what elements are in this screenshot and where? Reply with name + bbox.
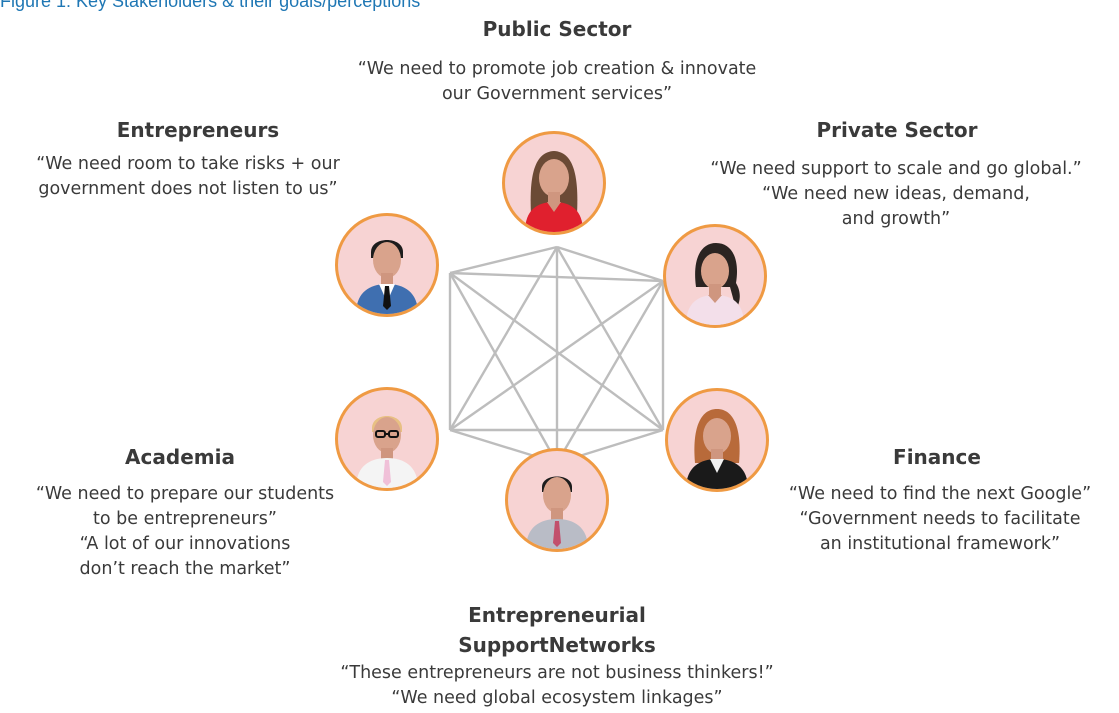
academia-quote: “We need to prepare our students to be e… xyxy=(35,484,335,579)
public-sector-quote: “We need to promote job creation & innov… xyxy=(357,59,757,104)
connector xyxy=(449,271,664,283)
entrepreneurs-quote: “We need room to take risks + our govern… xyxy=(36,154,340,199)
businessman-icon xyxy=(356,240,418,314)
private-sector-quote: “We need support to scale and go global.… xyxy=(710,159,1082,229)
support-networks-avatar xyxy=(505,448,609,552)
woman-icon xyxy=(686,243,744,325)
entrepreneurs-avatar xyxy=(335,213,439,317)
support-networks-quote: “These entrepreneurs are not business th… xyxy=(340,663,774,708)
private-sector-title: Private Sector xyxy=(816,118,978,142)
support-networks-title: Entrepreneurial SupportNetworks xyxy=(458,603,656,657)
public-sector-avatar xyxy=(502,131,606,235)
connector xyxy=(555,246,665,431)
professor-icon xyxy=(356,416,418,488)
finance-quote: “We need to find the next Google” “Gover… xyxy=(788,484,1092,554)
man-icon xyxy=(526,476,588,549)
connector xyxy=(448,272,559,464)
finance-avatar xyxy=(665,388,769,492)
connector xyxy=(449,245,558,275)
businesswoman-icon xyxy=(686,409,748,489)
entrepreneurs-title: Entrepreneurs xyxy=(116,118,280,142)
academia-title: Academia xyxy=(125,445,235,469)
figure-caption: Figure 1: Key Stakeholders & their goals… xyxy=(0,0,421,11)
finance-title: Finance xyxy=(893,445,981,469)
connector xyxy=(449,272,664,431)
connector xyxy=(555,280,665,464)
woman-icon xyxy=(525,151,583,232)
public-sector-title: Public Sector xyxy=(482,17,632,41)
private-sector-avatar xyxy=(663,224,767,328)
connector xyxy=(556,245,664,283)
academia-avatar xyxy=(335,387,439,491)
connector xyxy=(449,280,664,431)
